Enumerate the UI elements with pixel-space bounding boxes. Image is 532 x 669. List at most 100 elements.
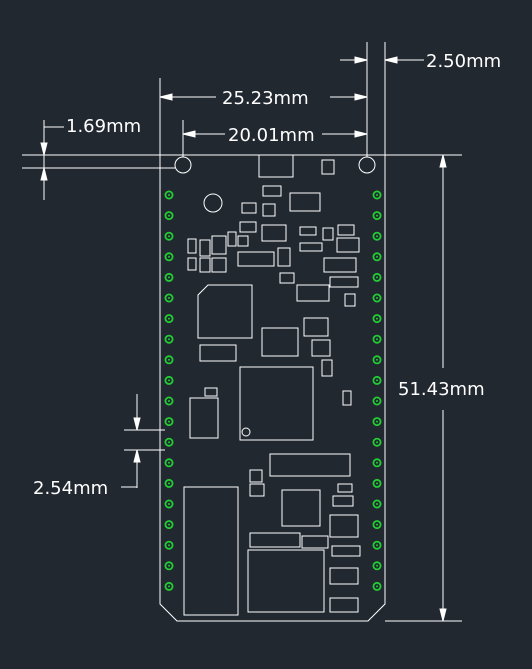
pin-drill-right-17 [376,523,378,526]
pin-pad-left-14 [164,458,174,468]
pin-drill-right-6 [376,297,378,299]
pin-drill-right-20 [376,585,378,588]
pin-pad-left-11 [164,396,174,406]
pin-pad-right-3 [372,231,382,241]
pin-drill-left-14 [168,461,170,464]
pin-pad-left-5 [164,272,174,282]
pin-drill-right-1 [376,194,378,196]
pin-drill-left-3 [168,235,170,238]
pin-pad-left-2 [164,211,174,221]
pin-drill-left-17 [168,523,170,526]
pin-pad-left-8 [164,334,174,344]
pin-pad-right-16 [372,499,382,509]
top-components [239,185,360,307]
pin-pad-right-8 [372,334,382,344]
shield-can [247,549,325,613]
pin-drill-right-13 [376,441,378,444]
soc-pin1-marker [241,427,251,437]
top-right-part [321,159,335,175]
pin-drill-right-3 [376,235,378,238]
pin-drill-left-19 [168,564,170,567]
pin-pad-left-19 [164,561,174,571]
mid-components [199,284,352,406]
pin-drill-left-10 [168,379,170,382]
pin-drill-right-16 [376,503,378,505]
mounting-hole-left [174,156,192,174]
pin-drill-right-11 [376,400,378,402]
dim-hole-top-offset: 1.69mm [66,116,141,137]
mounting-hole-right [358,156,376,174]
lower-components [249,453,361,613]
pin-drill-left-8 [168,338,170,341]
pin-pad-left-6 [164,293,174,303]
pin-drill-left-6 [168,297,170,299]
pin-drill-left-2 [168,214,170,217]
pin-drill-right-7 [376,317,378,320]
pin-pad-right-19 [372,561,382,571]
reset-button-circle [203,193,223,213]
pin-pad-left-9 [164,355,174,365]
pin-drill-left-9 [168,358,170,361]
pin-pad-right-14 [372,458,382,468]
pin-drill-left-15 [168,482,170,485]
pin-drill-right-5 [376,276,378,279]
dim-hole-spacing: 20.01mm [228,125,315,146]
pin-drill-left-12 [168,420,170,423]
pin-pad-left-18 [164,540,174,550]
pin-drill-right-19 [376,564,378,567]
pin-drill-right-4 [376,255,378,258]
resistor-bank [187,231,291,273]
pin-pad-right-6 [372,293,382,303]
pin-drill-left-11 [168,400,170,402]
pin-drill-right-15 [376,482,378,485]
pin-pad-right-20 [372,581,382,591]
pin-drill-right-14 [376,461,378,464]
pin-pad-left-1 [164,190,174,200]
pin-pad-right-1 [372,190,382,200]
pin-headers [164,190,382,591]
pin-drill-left-16 [168,503,170,505]
dim-pin-pitch: 2.54mm [33,478,108,499]
square-ic [197,284,253,339]
pin-pad-left-12 [164,417,174,427]
pin-pad-right-2 [372,211,382,221]
pin-pad-right-9 [372,355,382,365]
pin-pad-right-10 [372,375,382,385]
pin-pad-right-17 [372,520,382,530]
pin-pad-left-17 [164,520,174,530]
pin-pad-right-5 [372,272,382,282]
pin-drill-left-20 [168,585,170,588]
dim-hole-edge-offset: 2.50mm [426,51,501,72]
dim-board-height: 51.43mm [398,379,485,400]
pin-pad-left-4 [164,252,174,262]
pin-drill-left-4 [168,255,170,258]
pin-pad-right-7 [372,314,382,324]
left-diode [189,397,219,439]
main-soc [239,366,314,441]
pin-pad-right-4 [372,252,382,262]
pin-drill-right-9 [376,358,378,361]
pin-drill-left-13 [168,441,170,444]
pin-drill-right-18 [376,544,378,547]
pin-pad-right-12 [372,417,382,427]
pin-pad-left-7 [164,314,174,324]
pin-pad-left-15 [164,478,174,488]
pin-drill-right-12 [376,420,378,423]
pin-pad-left-3 [164,231,174,241]
pin-pad-left-20 [164,581,174,591]
pin-pad-right-15 [372,478,382,488]
pin-drill-right-10 [376,379,378,382]
dim-board-length: 25.23mm [222,88,309,109]
pin-pad-right-13 [372,437,382,447]
pin-drill-right-8 [376,338,378,341]
pin-drill-left-18 [168,544,170,547]
pin-pad-left-10 [164,375,174,385]
pin-pad-right-18 [372,540,382,550]
pin-drill-left-1 [168,194,170,196]
pin-pad-right-11 [372,396,382,406]
antenna-module [183,486,239,616]
pin-drill-right-2 [376,214,378,217]
pin-pad-left-16 [164,499,174,509]
pin-pad-left-13 [164,437,174,447]
